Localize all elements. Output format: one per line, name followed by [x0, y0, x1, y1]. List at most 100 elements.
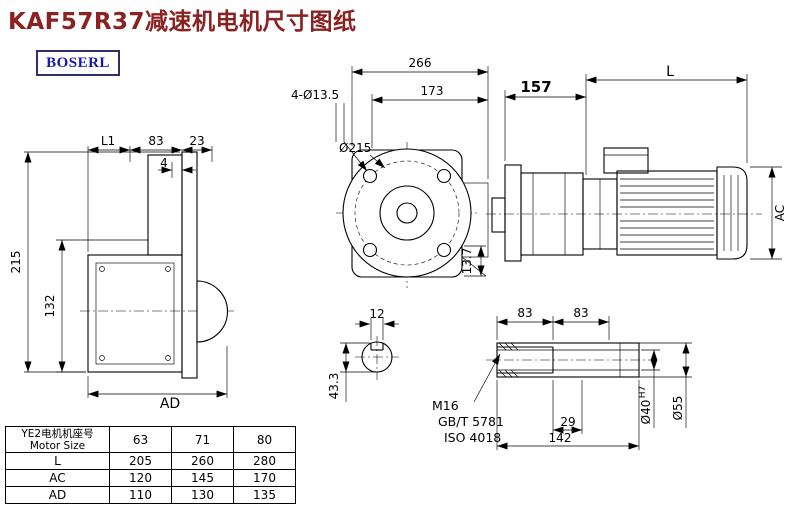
dim-29: 29	[552, 380, 583, 434]
dim-40-tol-label: H7	[638, 386, 648, 399]
flange-dia-label: Ø215	[339, 141, 371, 155]
dim-215-label: 215	[9, 251, 23, 274]
std-gb-label: GB/T 5781	[438, 414, 504, 429]
dim-83a: 83	[496, 306, 554, 340]
cell-AD-63: 110	[109, 486, 172, 504]
bolt-hole	[362, 168, 378, 184]
col-header-71: 71	[171, 426, 234, 453]
bolt-hole	[362, 242, 378, 258]
dim-4: 4	[158, 156, 196, 178]
row-label-L: L	[5, 452, 110, 470]
dim-43-3-label: 43.3	[327, 373, 341, 400]
fan-cover	[716, 166, 748, 260]
dim-L1-label: L1	[101, 134, 115, 148]
dim-132-label: 132	[43, 295, 57, 318]
dim-12-label: 12	[369, 307, 384, 321]
key-section-view	[355, 336, 399, 380]
header-en: Motor Size	[29, 439, 86, 452]
col-header-63: 63	[109, 426, 172, 453]
thread-spec: M16 GB/T 5781 ISO 4018	[432, 353, 504, 445]
cell-AC-80: 170	[233, 469, 296, 487]
std-iso-label: ISO 4018	[444, 430, 501, 445]
hatching	[498, 342, 519, 378]
thread-m16-label: M16	[432, 398, 459, 413]
dim-dia-55: Ø55	[622, 342, 692, 428]
motor-body	[616, 170, 718, 256]
dim-83b-label: 83	[573, 306, 588, 320]
dim-40-label: Ø40	[639, 400, 653, 425]
terminal-box	[603, 147, 649, 174]
dim-motor-length-L: L	[586, 64, 748, 163]
dim-AD-label: AD	[160, 396, 180, 412]
mount-flange-plate	[181, 151, 198, 379]
dim-12: 12	[355, 307, 399, 340]
dim-142-label: 142	[549, 431, 572, 445]
table-row-AC: AC 120 145 170	[5, 469, 296, 487]
motor-fins	[620, 178, 714, 250]
dim-266-label: 266	[409, 56, 432, 70]
left-view	[80, 151, 235, 379]
table-row-L: L 205 260 280	[5, 452, 296, 470]
brand-logo: BOSERL	[36, 50, 120, 76]
dim-23-label: 23	[189, 134, 204, 148]
dim-AD: AD	[87, 346, 228, 412]
dim-266: 266	[351, 56, 489, 179]
bore-circle	[396, 202, 418, 224]
hub-circle	[379, 185, 435, 241]
output-boss	[196, 280, 228, 343]
cell-L-63: 205	[109, 452, 172, 470]
dim-13-7-label: 13.7	[460, 248, 474, 275]
cell-AC-71: 145	[171, 469, 234, 487]
row-label-AD: AD	[5, 486, 110, 504]
cell-AD-71: 130	[171, 486, 234, 504]
shaft-detail-view	[486, 342, 655, 378]
bolt-circle	[354, 160, 460, 266]
cell-AD-80: 135	[233, 486, 296, 504]
dim-flange-dia: Ø215	[339, 141, 386, 169]
dim-83b: 83	[553, 306, 610, 340]
shaft-cover	[491, 197, 506, 233]
gearbox-body	[87, 254, 183, 373]
dim-motor-dia-AC: AC	[750, 166, 787, 260]
side-view	[486, 147, 762, 262]
cell-L-71: 260	[171, 452, 234, 470]
dim-215: 215	[9, 151, 180, 373]
dim-AC-label: AC	[773, 205, 787, 221]
cell-L-80: 280	[233, 452, 296, 470]
cell-AC-63: 120	[109, 469, 172, 487]
dim-157: 157	[504, 74, 587, 175]
dim-43-3: 43.3	[327, 342, 376, 402]
table-header-row: YE2电机机座号 Motor Size 63 71 80	[5, 426, 296, 453]
front-view	[336, 142, 489, 288]
dim-L-label: L	[666, 64, 674, 80]
dim-13-7: 13.7	[460, 245, 486, 277]
dim-bolt-holes: 4-Ø13.5	[291, 88, 368, 172]
bolt-hole	[436, 242, 452, 258]
dim-L1: L1	[87, 134, 131, 252]
table-row-AD: AD 110 130 135	[5, 486, 296, 504]
dim-173: 173	[371, 84, 488, 148]
dim-bore-40: Ø40 H7	[638, 349, 660, 428]
col-header-80: 80	[233, 426, 296, 453]
dim-132: 132	[43, 239, 148, 373]
dim-157-label: 157	[520, 78, 551, 96]
table-header-motor-size: YE2电机机座号 Motor Size	[5, 426, 110, 453]
dim-29-label: 29	[560, 415, 575, 429]
header-cn: YE2电机机座号	[21, 427, 94, 440]
dim-173-label: 173	[421, 84, 444, 98]
motor-size-table: YE2电机机座号 Motor Size 63 71 80 L 205 260 2…	[5, 426, 296, 504]
dim-83a-label: 83	[517, 306, 532, 320]
page-title: KAF57R37减速机电机尺寸图纸	[8, 9, 357, 35]
dim-4-label: 4	[160, 156, 168, 170]
dim-83-top-label: 83	[148, 134, 163, 148]
dim-83-top: 83	[130, 134, 182, 154]
bolt-hole	[436, 168, 452, 184]
dim-55-label: Ø55	[671, 396, 685, 421]
bolt-holes-label: 4-Ø13.5	[291, 88, 339, 102]
flange-circle	[342, 148, 472, 278]
dim-142: 142	[496, 380, 640, 450]
row-label-AC: AC	[5, 469, 110, 487]
output-flange	[504, 164, 522, 262]
